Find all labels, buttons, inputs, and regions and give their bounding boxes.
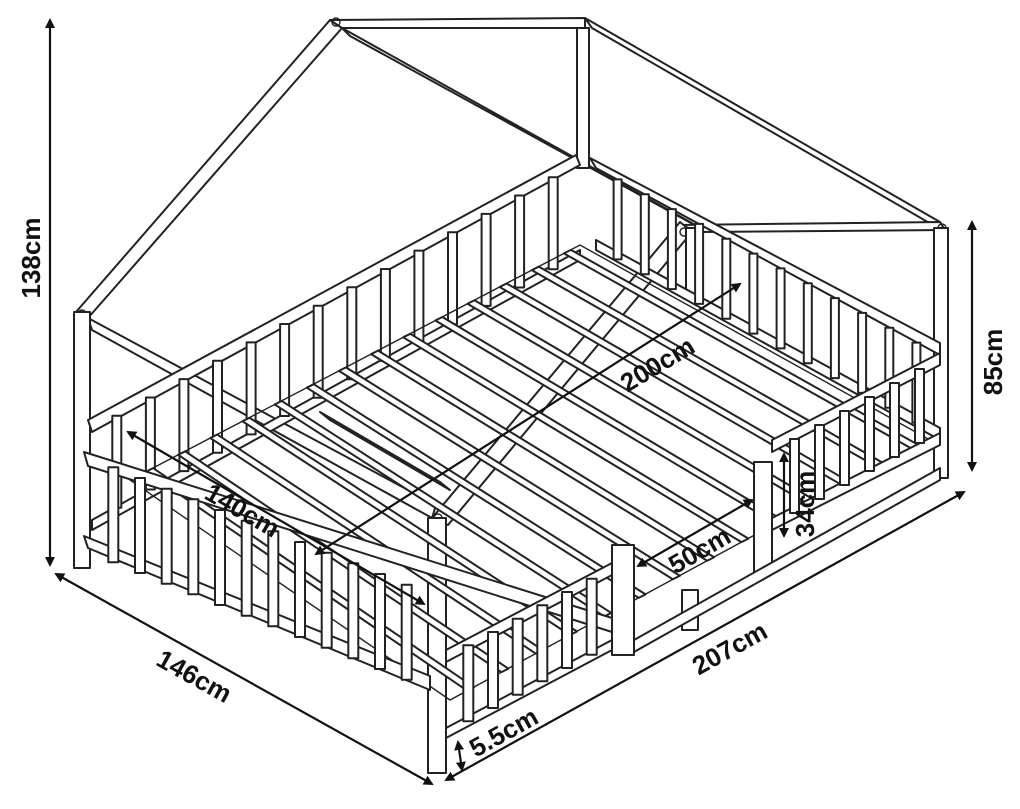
front-slat <box>400 583 413 681</box>
foot-slat <box>487 631 499 709</box>
side-slat <box>889 382 900 458</box>
front-slat <box>214 509 226 606</box>
front-slat <box>240 519 253 617</box>
front-slat <box>294 541 306 638</box>
post-front-corner <box>427 517 447 774</box>
front-slat <box>374 573 386 670</box>
bolt-hole-icon <box>331 17 341 27</box>
front-slat <box>134 477 146 574</box>
right-slat <box>802 282 813 365</box>
post-left-front <box>73 311 91 569</box>
post-back-ridge <box>576 27 590 169</box>
foot-slat <box>585 577 598 656</box>
front-slat <box>267 530 280 628</box>
foot-slat <box>511 617 524 696</box>
front-slat <box>187 498 200 596</box>
side-slat <box>839 410 850 486</box>
front-slat <box>107 466 120 564</box>
side-slat <box>914 368 925 444</box>
roof-ridge-beam <box>329 17 586 29</box>
foot-slat <box>462 644 475 723</box>
right-slat <box>721 237 732 320</box>
front-slat <box>160 487 173 585</box>
right-slat <box>666 208 677 291</box>
front-rail-end-post <box>611 544 635 656</box>
front-slat <box>347 562 360 660</box>
back-slat <box>279 323 291 417</box>
label-outer-length: 207cm <box>687 615 772 680</box>
dimension-lines <box>45 18 977 785</box>
side-slat <box>864 396 875 472</box>
label-side-height: 85cm <box>978 329 1008 396</box>
label-leg-clearance: 5.5cm <box>464 701 543 763</box>
right-rafter-back <box>584 17 946 233</box>
left-gable-rafter-front <box>75 19 343 319</box>
dim-line-outer-length <box>444 491 966 781</box>
right-slat <box>639 193 650 276</box>
right-slat <box>829 297 840 380</box>
dim-line-outer-width <box>54 573 434 785</box>
dim-line-leg-clearance <box>454 740 466 772</box>
right-slat <box>748 252 759 335</box>
right-slat <box>612 178 623 261</box>
label-rail-height: 34cm <box>790 471 820 538</box>
front-slat <box>320 551 333 649</box>
right-slat <box>694 222 705 305</box>
back-slat <box>514 194 526 289</box>
foot-slat <box>536 604 549 683</box>
label-total-height: 138cm <box>16 218 46 299</box>
foot-slat <box>561 591 573 669</box>
right-slat <box>775 267 786 350</box>
back-slat <box>547 176 559 271</box>
label-outer-width: 146cm <box>152 643 237 708</box>
side-rail-end-post <box>753 461 773 573</box>
right-slat <box>857 311 868 394</box>
